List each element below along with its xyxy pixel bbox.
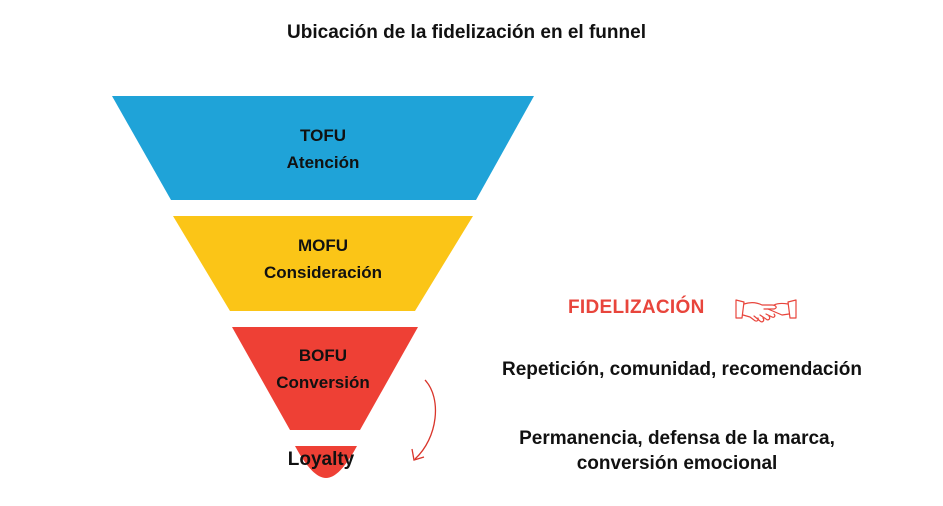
handshake-icon bbox=[735, 299, 797, 323]
stage-label-mofu: Consideración bbox=[263, 263, 383, 282]
fidelizacion-label: FIDELIZACIÓN bbox=[568, 297, 705, 318]
fidelizacion-note-1: Repetición, comunidad, recomendación bbox=[462, 357, 902, 382]
funnel-stage-tofu bbox=[112, 96, 534, 200]
fidelizacion-note-2-line-a: Permanencia, defensa de la marca, bbox=[519, 428, 835, 449]
stage-text-mofu: MOFU Consideración bbox=[223, 232, 423, 286]
stage-name-mofu: MOFU bbox=[297, 236, 349, 255]
fidelizacion-note-1-text: Repetición, comunidad, recomendación bbox=[501, 359, 862, 380]
fidelizacion-note-2: Permanencia, defensa de la marca, conver… bbox=[457, 426, 897, 476]
stage-label-bofu: Conversión bbox=[276, 373, 370, 392]
stage-name-bofu: BOFU bbox=[298, 346, 348, 365]
funnel-stage-bofu bbox=[232, 327, 418, 430]
diagram-title: Ubicación de la fidelización en el funne… bbox=[287, 22, 646, 43]
stage-text-bofu: BOFU Conversión bbox=[223, 342, 423, 396]
funnel-stage-loyalty bbox=[295, 446, 357, 478]
fidelizacion-note-2-line-b: conversión emocional bbox=[576, 453, 778, 474]
funnel-stage-mofu bbox=[173, 216, 473, 311]
loyalty-label: Loyalty bbox=[287, 449, 355, 470]
stage-text-tofu: TOFU Atención bbox=[223, 122, 423, 176]
stage-label-tofu: Atención bbox=[286, 153, 360, 172]
stage-name-tofu: TOFU bbox=[300, 126, 346, 145]
